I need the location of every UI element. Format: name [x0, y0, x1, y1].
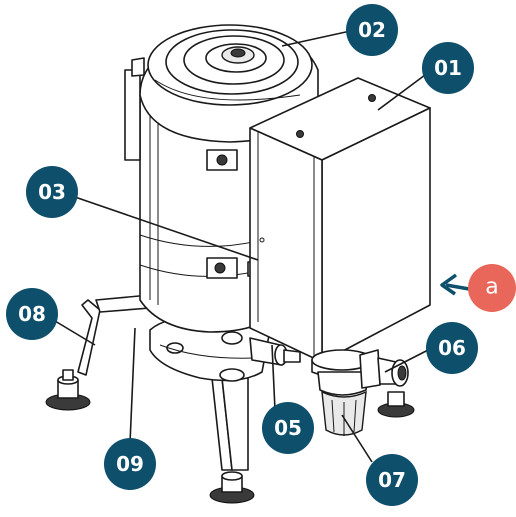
callout-06: 06 — [426, 322, 478, 374]
control-box — [249, 77, 431, 363]
top-cover — [139, 24, 319, 143]
base-plate — [149, 315, 271, 382]
outlet-connector — [249, 337, 301, 366]
callout-02: 02 — [346, 4, 398, 56]
callout-03: 03 — [26, 166, 78, 218]
callout-label: 09 — [116, 452, 144, 476]
callout-label: 05 — [274, 416, 302, 440]
callout-label: 08 — [18, 302, 46, 326]
callout-01: 01 — [422, 42, 474, 94]
view-marker-label: a — [485, 275, 498, 300]
callout-08: 08 — [6, 288, 58, 340]
callout-05: 05 — [262, 402, 314, 454]
support-legs — [45, 294, 415, 504]
callout-label: 01 — [434, 56, 462, 80]
view-marker-a: a — [468, 264, 516, 312]
callout-label: 06 — [438, 336, 466, 360]
motor-housing — [124, 57, 263, 333]
callout-09: 09 — [104, 438, 156, 490]
callout-label: 03 — [38, 180, 66, 204]
callout-07: 07 — [366, 454, 418, 506]
leader-lines — [49, 29, 433, 463]
callout-label: 02 — [358, 18, 386, 42]
callout-label: 07 — [378, 468, 406, 492]
